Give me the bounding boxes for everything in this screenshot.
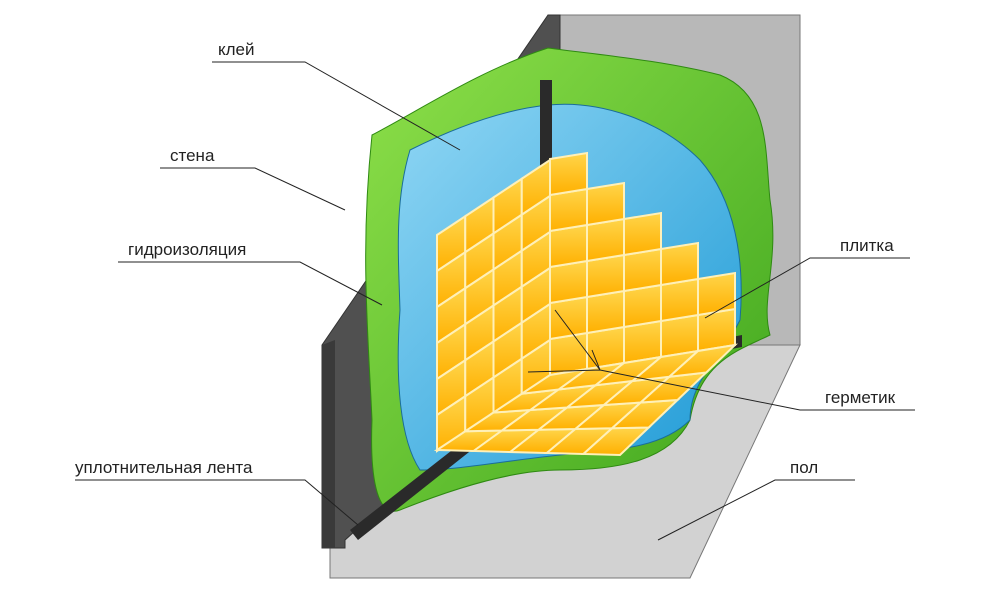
wall-tile bbox=[623, 247, 662, 293]
leader-lines bbox=[75, 61, 915, 541]
wall-tile bbox=[586, 253, 625, 299]
wall-tile bbox=[549, 187, 588, 233]
wall-tile bbox=[586, 325, 625, 371]
tiles bbox=[433, 151, 739, 457]
wall-tile bbox=[549, 151, 588, 197]
label-glue: клей bbox=[218, 40, 255, 59]
wall-tile bbox=[623, 283, 662, 329]
wall-tile bbox=[549, 223, 588, 269]
label-sealing-tape: уплотнительная лента bbox=[75, 458, 253, 477]
wall-tile bbox=[623, 319, 662, 365]
label-waterproofing: гидроизоляция bbox=[128, 240, 247, 259]
wall-tile bbox=[660, 241, 699, 287]
wall-tile bbox=[660, 313, 699, 359]
wall-tile bbox=[549, 259, 588, 305]
label-sealant: герметик bbox=[825, 388, 896, 407]
wall-tile bbox=[697, 307, 736, 353]
label-wall: стена bbox=[170, 146, 215, 165]
wall-tile bbox=[697, 271, 736, 317]
wall-tile bbox=[586, 217, 625, 263]
wall-tile bbox=[586, 289, 625, 335]
wall-tile bbox=[549, 331, 588, 377]
wall-tile bbox=[660, 277, 699, 323]
label-floor: пол bbox=[790, 458, 819, 477]
wall-tile bbox=[623, 211, 662, 257]
label-tile: плитка bbox=[840, 236, 894, 255]
left-wall-edge bbox=[322, 340, 335, 548]
wall-tile bbox=[549, 295, 588, 341]
floor-tile bbox=[666, 343, 739, 379]
wall-tile bbox=[586, 181, 625, 227]
